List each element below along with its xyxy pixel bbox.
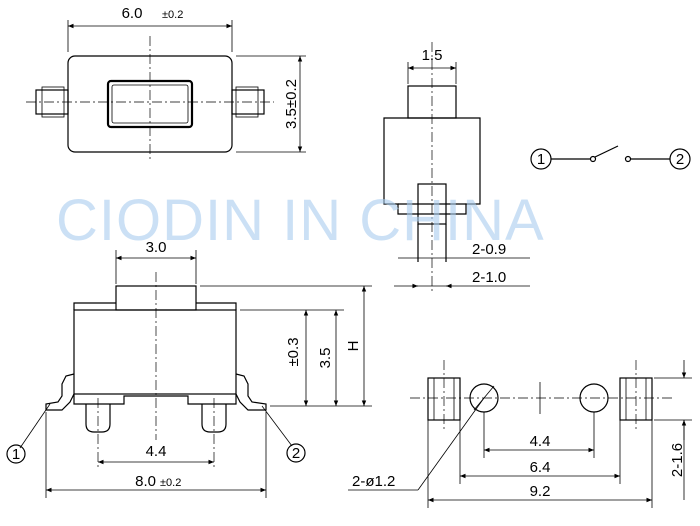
front-view: 1.5 2-0.9 2-1.0	[383, 42, 530, 292]
schematic-pin1-label: 1	[537, 151, 545, 168]
pcb-footprint: 4.4 6.4 9.2 2-1.6 2-ø1.2	[348, 360, 692, 508]
side-body-height: 3.5	[317, 348, 334, 369]
schematic-pin2-label: 2	[676, 151, 684, 168]
side-stroke-label: ±0.3	[285, 337, 302, 366]
top-view: 6.0 ±0.2 3.5±0.2	[26, 5, 306, 160]
side-pin-spacing: 4.4	[146, 443, 167, 460]
side-pin2-callout	[286, 443, 306, 463]
schematic-pin2-circle	[669, 148, 691, 170]
side-view-pin-left	[85, 404, 111, 433]
front-lead-width: 2-1.0	[472, 269, 506, 286]
side-overall-width: 8.0	[135, 473, 156, 490]
side-view-lead-left	[45, 373, 75, 411]
side-view-top-flange	[73, 302, 237, 310]
top-width-tolerance: ±0.2	[162, 9, 183, 21]
side-view-pin-right	[201, 404, 227, 433]
watermark: CIODIN IN CHINA	[56, 188, 545, 253]
front-view-body	[383, 117, 481, 215]
footprint-pad-height: 2-1.6	[669, 443, 686, 477]
top-height-label: 3.5±0.2	[283, 79, 300, 129]
footprint-hole-label: 2-ø1.2	[352, 473, 395, 490]
side-pin1-label: 1	[12, 446, 20, 463]
side-pin2-label: 2	[292, 445, 300, 462]
front-actuator-width: 1.5	[422, 47, 443, 64]
side-pin1-callout	[6, 444, 26, 464]
front-lead-thickness: 2-0.9	[472, 241, 506, 258]
side-view: 3.0 ±0.3 3.5 H 4.4 8.0 ±0.2 1 2	[6, 239, 372, 498]
side-total-height: H	[345, 341, 362, 352]
footprint-pad-outer-spacing: 9.2	[530, 483, 551, 500]
footprint-hole-spacing: 4.4	[530, 433, 551, 450]
side-actuator-width: 3.0	[146, 239, 167, 256]
side-view-body	[73, 309, 237, 395]
side-overall-width-tol: ±0.2	[160, 477, 181, 489]
side-view-lead-right	[235, 373, 267, 411]
top-width-label: 6.0	[122, 5, 143, 22]
footprint-pad-inner-spacing: 6.4	[530, 459, 551, 476]
switch-schematic: 1 2	[530, 145, 691, 170]
